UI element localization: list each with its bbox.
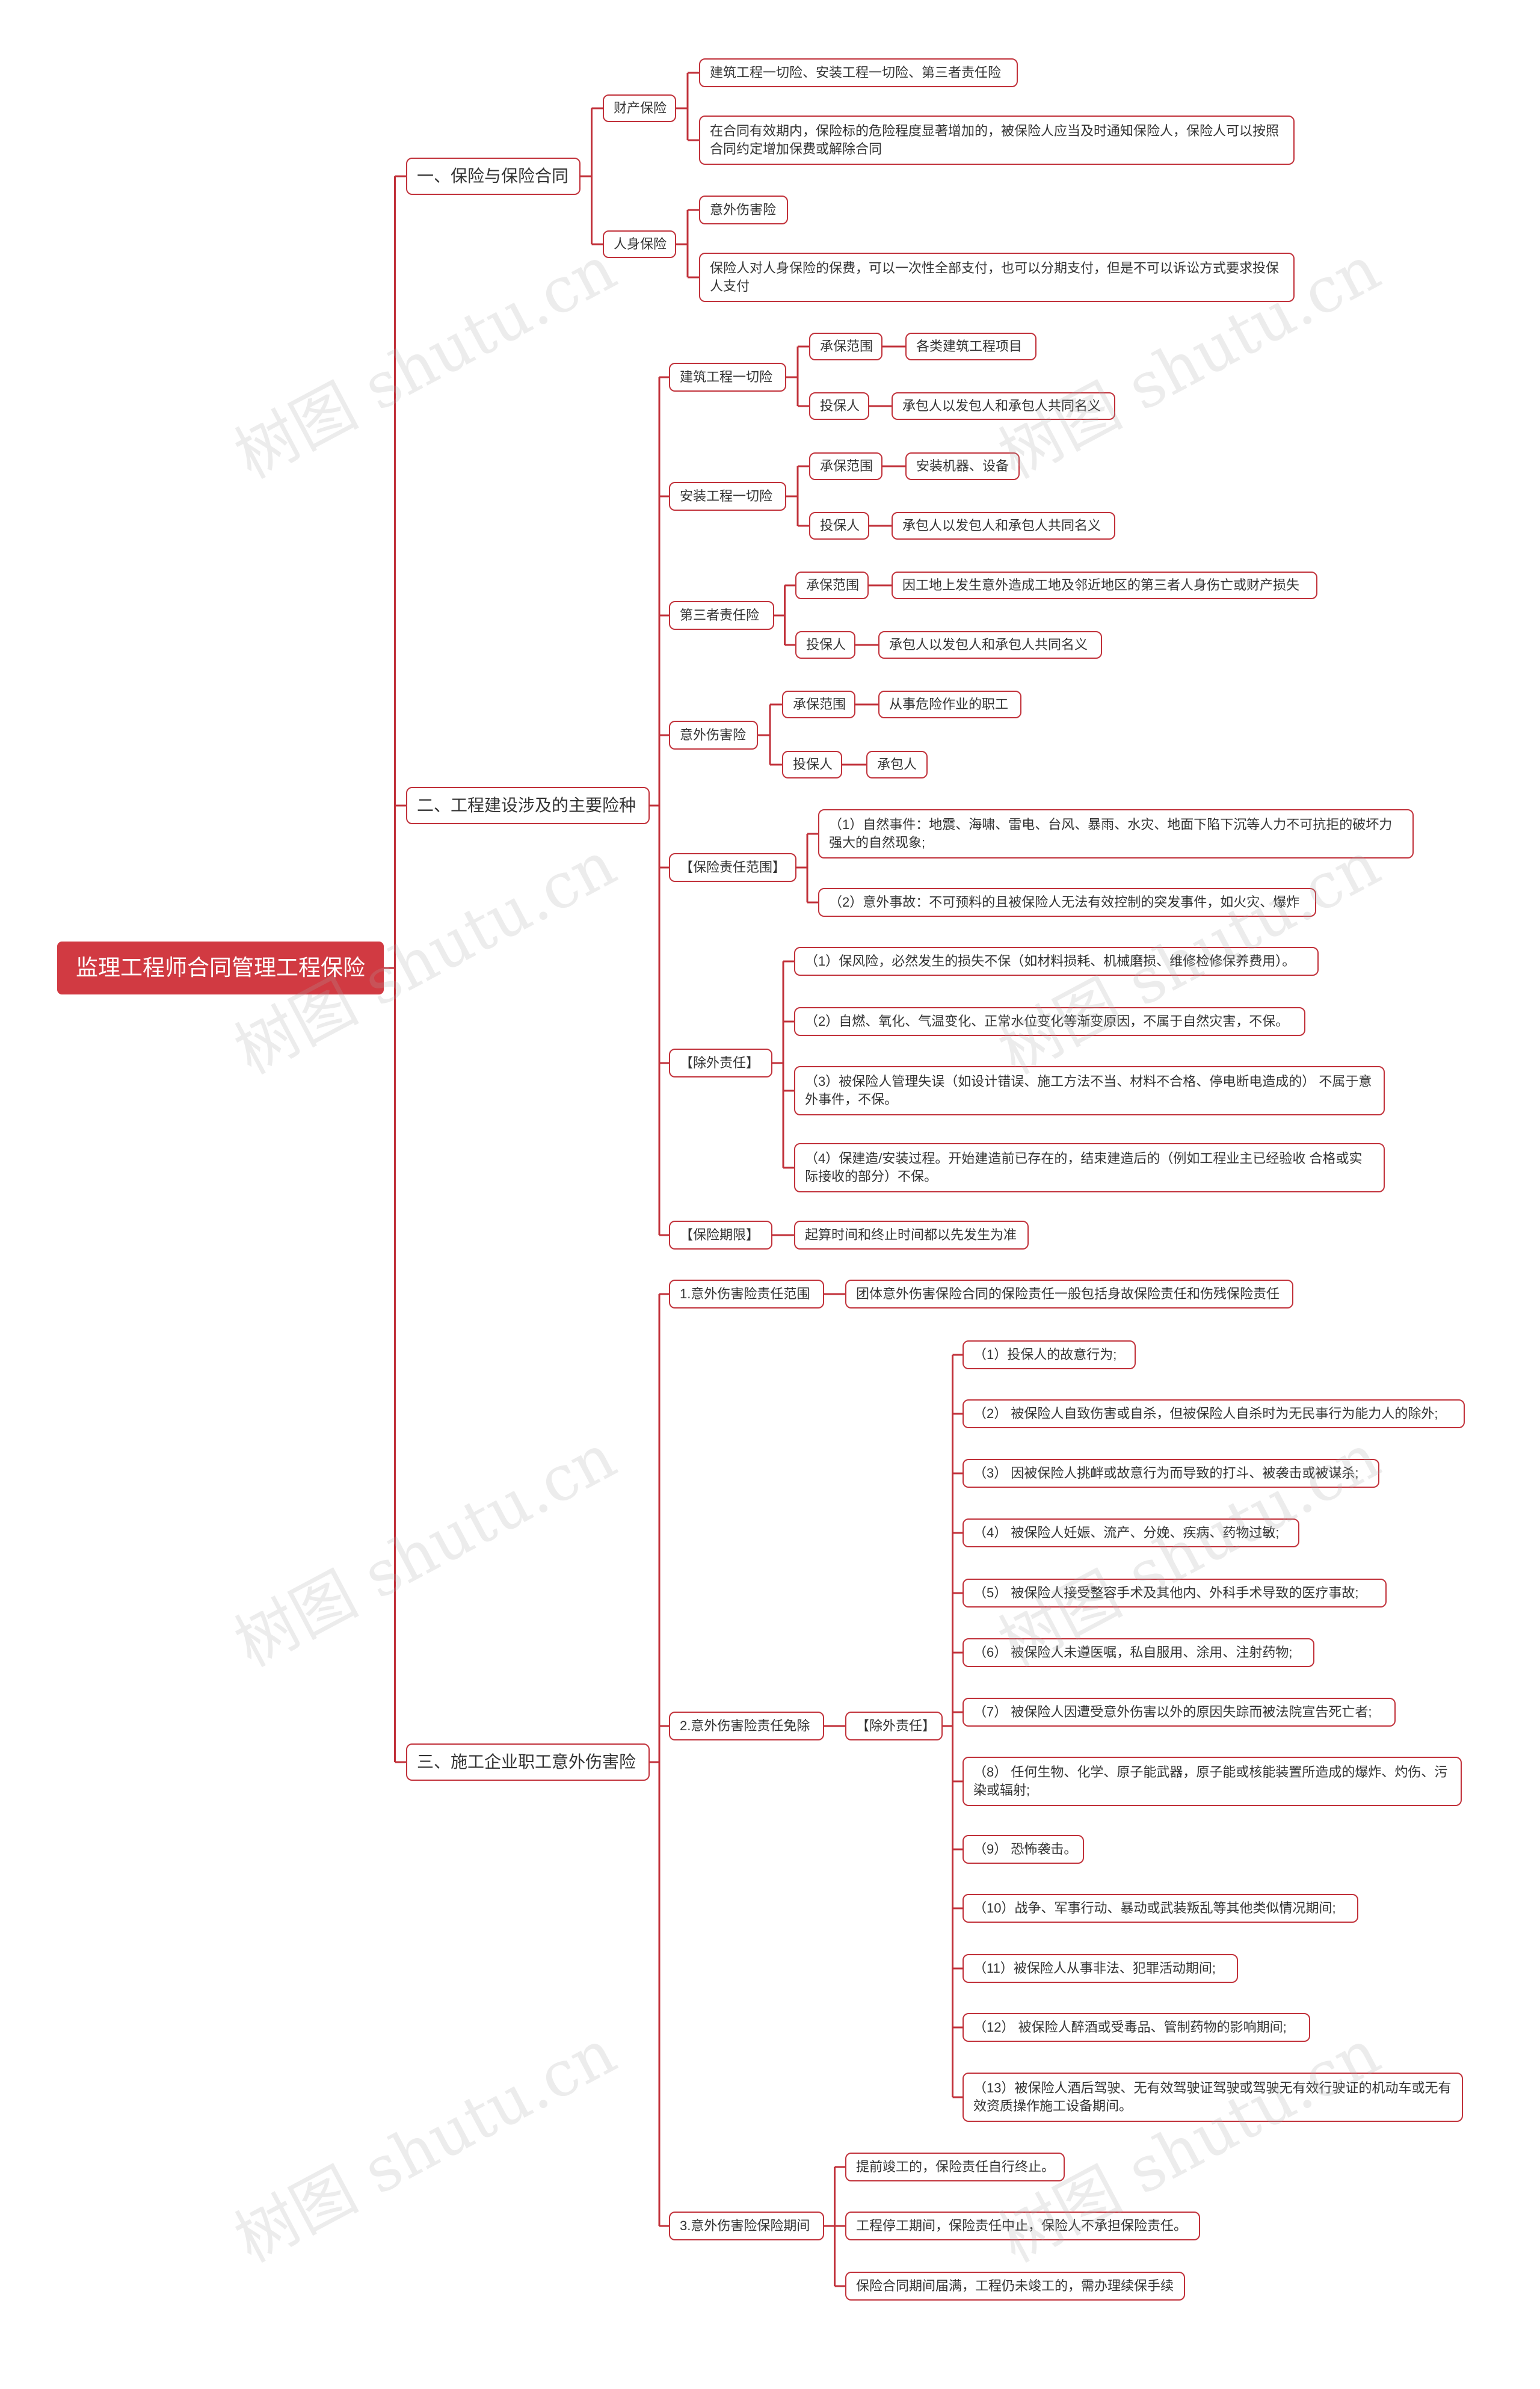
s2-qixian-value[interactable]: 起算时间和终止时间都以先发生为准 (794, 1221, 1029, 1250)
s2-disanzhe-scope[interactable]: 承保范围 (795, 572, 869, 599)
s1-caichan-item-1[interactable]: 建筑工程一切险、安装工程一切险、第三者责任险 (699, 58, 1018, 87)
s2-anzhuang-scope-value[interactable]: 安装机器、设备 (905, 452, 1020, 480)
s1-renshen[interactable]: 人身保险 (603, 230, 676, 258)
s3-exemption-item-10[interactable]: （10）战争、军事行动、暴动或武装叛乱等其他类似情况期间; (962, 1894, 1358, 1923)
s2-jianzhu[interactable]: 建筑工程一切险 (669, 363, 786, 392)
s2-disanzhe[interactable]: 第三者责任险 (669, 601, 774, 630)
s3-scope[interactable]: 1.意外伤害险责任范围 (669, 1280, 824, 1309)
section-2[interactable]: 二、工程建设涉及的主要险种 (406, 787, 650, 824)
s2-jianzhu-insurer[interactable]: 投保人 (809, 392, 869, 420)
s3-exemption-item-13[interactable]: （13）被保险人酒后驾驶、无有效驾驶证驾驶或驾驶无有效行驶证的机动车或无有效资质… (962, 2073, 1463, 2122)
s2-chuwai-item-2[interactable]: （2）自燃、氧化、气温变化、正常水位变化等渐变原因，不属于自然灾害，不保。 (794, 1007, 1305, 1036)
s3-period[interactable]: 3.意外伤害险保险期间 (669, 2212, 824, 2240)
s2-disanzhe-insurer-value[interactable]: 承包人以发包人和承包人共同名义 (878, 631, 1102, 659)
s2-jianzhu-scope[interactable]: 承保范围 (809, 333, 882, 360)
root-node[interactable]: 监理工程师合同管理工程保险 (57, 942, 384, 994)
s3-exemption-item-3[interactable]: （3） 因被保险人挑衅或故意行为而导致的打斗、被袭击或被谋杀; (962, 1459, 1379, 1488)
s2-zeren-scope[interactable]: 【保险责任范围】 (669, 853, 796, 882)
s3-exemption-item-5[interactable]: （5） 被保险人接受整容手术及其他内、外科手术导致的医疗事故; (962, 1579, 1387, 1608)
s3-exemption-item-4[interactable]: （4） 被保险人妊娠、流产、分娩、疾病、药物过敏; (962, 1518, 1299, 1547)
s2-yiwai[interactable]: 意外伤害险 (669, 721, 758, 750)
s3-exemption-item-2[interactable]: （2） 被保险人自致伤害或自杀，但被保险人自杀时为无民事行为能力人的除外; (962, 1399, 1465, 1428)
s2-disanzhe-scope-value[interactable]: 因工地上发生意外造成工地及邻近地区的第三者人身伤亡或财产损失 (892, 572, 1317, 599)
s3-exemption-item-12[interactable]: （12） 被保险人醉酒或受毒品、管制药物的影响期间; (962, 2013, 1310, 2042)
s3-exemption-item-11[interactable]: （11）被保险人从事非法、犯罪活动期间; (962, 1954, 1238, 1983)
s1-renshen-item-2[interactable]: 保险人对人身保险的保费，可以一次性全部支付，也可以分期支付，但是不可以诉讼方式要… (699, 253, 1295, 302)
s3-exemption-item-7[interactable]: （7） 被保险人因遭受意外伤害以外的原因失踪而被法院宣告死亡者; (962, 1698, 1396, 1727)
s3-exemption-item-6[interactable]: （6） 被保险人未遵医嘱，私自服用、涂用、注射药物; (962, 1638, 1314, 1667)
s3-exemption[interactable]: 2.意外伤害险责任免除 (669, 1712, 824, 1740)
s2-anzhuang-insurer[interactable]: 投保人 (809, 512, 869, 540)
s2-zeren-item-2[interactable]: （2）意外事故：不可预料的且被保险人无法有效控制的突发事件，如火灾、爆炸 (818, 888, 1316, 917)
s3-exemption-item-1[interactable]: （1）投保人的故意行为; (962, 1340, 1136, 1369)
s2-qixian[interactable]: 【保险期限】 (669, 1221, 772, 1250)
s2-chuwai-item-1[interactable]: （1）保风险，必然发生的损失不保（如材料损耗、机械磨损、维修检修保养费用）。 (794, 947, 1319, 976)
s2-jianzhu-insurer-value[interactable]: 承包人以发包人和承包人共同名义 (892, 392, 1115, 420)
s2-chuwai-item-3[interactable]: （3）被保险人管理失误（如设计错误、施工方法不当、材料不合格、停电断电造成的） … (794, 1066, 1385, 1115)
s3-scope-value[interactable]: 团体意外伤害保险合同的保险责任一般包括身故保险责任和伤残保险责任 (845, 1280, 1293, 1309)
s2-yiwai-insurer[interactable]: 投保人 (782, 751, 842, 778)
s2-anzhuang-insurer-value[interactable]: 承包人以发包人和承包人共同名义 (892, 512, 1115, 540)
s3-period-item-3[interactable]: 保险合同期间届满，工程仍未竣工的，需办理续保手续 (845, 2272, 1185, 2301)
s2-yiwai-insurer-value[interactable]: 承包人 (866, 751, 928, 778)
s3-exemption-item-9[interactable]: （9） 恐怖袭击。 (962, 1835, 1084, 1864)
s3-exemption-chuwai[interactable]: 【除外责任】 (845, 1712, 943, 1740)
s2-disanzhe-insurer[interactable]: 投保人 (795, 631, 855, 659)
s1-renshen-item-1[interactable]: 意外伤害险 (699, 196, 788, 224)
s3-period-item-1[interactable]: 提前竣工的，保险责任自行终止。 (845, 2153, 1065, 2181)
s3-period-item-2[interactable]: 工程停工期间，保险责任中止，保险人不承担保险责任。 (845, 2212, 1200, 2240)
s2-chuwai-item-4[interactable]: （4）保建造/安装过程。开始建造前已存在的，结束建造后的（例如工程业主已经验收 … (794, 1143, 1385, 1192)
s3-exemption-item-8[interactable]: （8） 任何生物、化学、原子能武器，原子能或核能装置所造成的爆炸、灼伤、污染或辐… (962, 1757, 1462, 1806)
s2-anzhuang-scope[interactable]: 承保范围 (809, 452, 882, 480)
s2-yiwai-scope[interactable]: 承保范围 (782, 691, 855, 718)
s2-jianzhu-scope-value[interactable]: 各类建筑工程项目 (905, 333, 1036, 360)
s2-yiwai-scope-value[interactable]: 从事危险作业的职工 (878, 691, 1021, 718)
s2-zeren-item-1[interactable]: （1）自然事件：地震、海啸、雷电、台风、暴雨、水灾、地面下陷下沉等人力不可抗拒的… (818, 809, 1414, 858)
section-1[interactable]: 一、保险与保险合同 (406, 158, 581, 195)
section-3[interactable]: 三、施工企业职工意外伤害险 (406, 1743, 650, 1781)
s2-chuwai[interactable]: 【除外责任】 (669, 1049, 772, 1077)
s1-caichan[interactable]: 财产保险 (603, 94, 676, 122)
s1-caichan-item-2[interactable]: 在合同有效期内，保险标的危险程度显著增加的，被保险人应当及时通知保险人，保险人可… (699, 116, 1295, 165)
s2-anzhuang[interactable]: 安装工程一切险 (669, 482, 786, 511)
